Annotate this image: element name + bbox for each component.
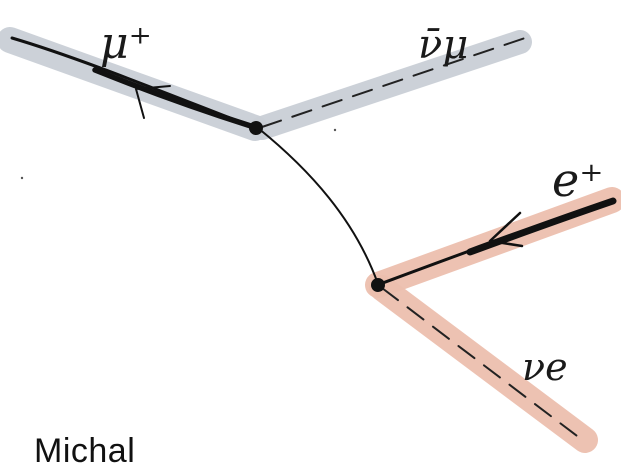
upper-vertex <box>249 121 263 135</box>
feynman-diagram: μ⁺ ν̄μ e⁺ νe <box>0 18 621 453</box>
antineutrino-shading-band <box>250 30 532 140</box>
muon-label: μ⁺ <box>100 18 152 69</box>
w-boson-line <box>257 127 379 285</box>
positron-label: e⁺ <box>552 153 604 207</box>
electron-neutrino-line <box>381 287 586 443</box>
author-credit: Michal <box>34 432 136 470</box>
positron-arrow-icon <box>488 211 524 248</box>
positron-line-heavy <box>466 197 617 256</box>
muon-line-heavy <box>92 67 257 130</box>
muon-arrow-icon <box>135 85 171 119</box>
ink-dot <box>333 128 337 132</box>
lower-vertex <box>371 278 385 292</box>
muon-antineutrino-label: ν̄μ <box>418 22 468 68</box>
ink-dot <box>20 176 24 180</box>
muon-antineutrino-line <box>261 37 526 128</box>
electron-neutrino-label: νe <box>522 345 568 389</box>
